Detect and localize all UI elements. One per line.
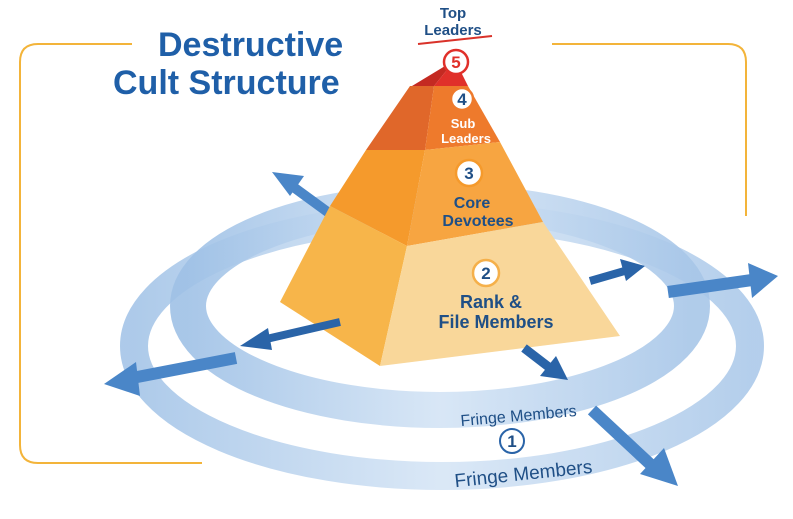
arrow-down-outer [587, 405, 678, 486]
arrow-left-outer [104, 352, 238, 396]
tier5-label-line1: Top [440, 5, 466, 22]
tier2-number: 2 [481, 264, 490, 283]
frame-right-bracket [552, 43, 747, 216]
pyramid-tier3 [407, 142, 543, 246]
tier3-label-line2: Devotees [442, 213, 513, 230]
pyramid-left-face-tier3 [330, 150, 425, 246]
tier4-label-line2: Leaders [441, 131, 491, 146]
pyramid-tier2 [380, 222, 620, 366]
tier1-number: 1 [507, 432, 516, 451]
tier5-label-line2: Leaders [424, 22, 482, 39]
pyramid-tier4 [425, 86, 500, 150]
frame-left-bracket [19, 43, 202, 464]
tier3-label-line1: Core [454, 195, 491, 212]
arrow-right-inner [588, 259, 645, 285]
tier3-number: 3 [464, 164, 473, 183]
tier1-badge: 1 [499, 428, 525, 454]
tier4-label-line1: Sub [451, 116, 476, 131]
tier5-badge: 5 [442, 48, 470, 76]
tier3-badge: 3 [454, 158, 484, 188]
tier4-badge: 4 [449, 86, 475, 112]
tier2-label-line1: Rank & [460, 292, 522, 312]
tier2-badge: 2 [471, 258, 501, 288]
pyramid-left-face-tier2 [280, 206, 407, 366]
title-line-2: Cult Structure [113, 64, 340, 102]
arrow-left-inner [240, 318, 341, 350]
pyramid-left-face-tier4 [366, 86, 434, 150]
tier5-number: 5 [451, 53, 460, 72]
top-leaders-underline [417, 35, 493, 45]
arrow-down-inner [521, 344, 568, 380]
tier2-label-line2: File Members [438, 312, 553, 332]
tier4-number: 4 [457, 90, 467, 109]
arrow-right-outer [667, 263, 778, 298]
title-line-1: Destructive [158, 26, 343, 64]
